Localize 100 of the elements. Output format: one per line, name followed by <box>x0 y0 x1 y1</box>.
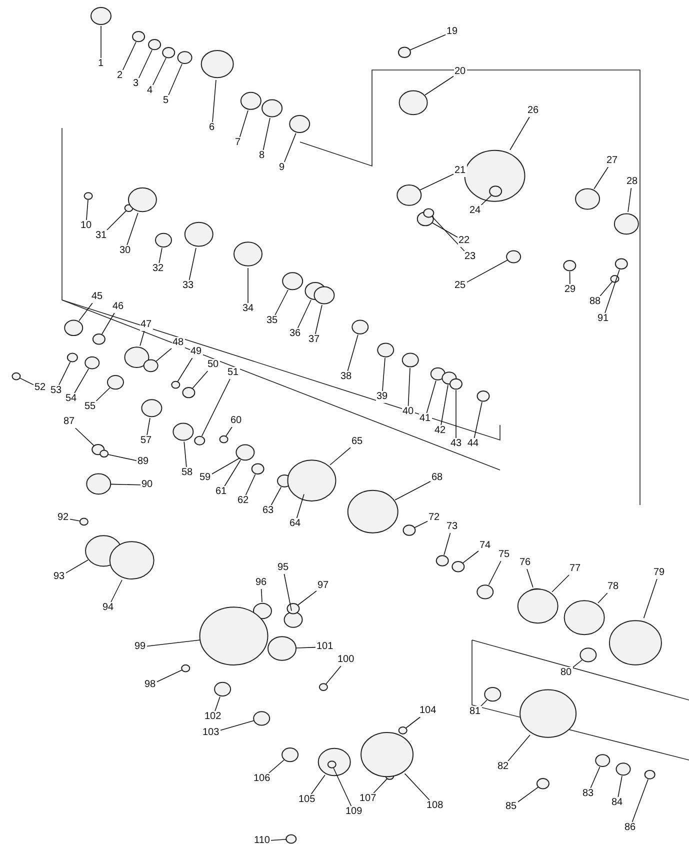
leader-line <box>590 766 600 788</box>
leader-line <box>480 195 492 206</box>
leader-line <box>96 387 110 402</box>
leader-line <box>184 441 187 468</box>
callout-number: 45 <box>90 291 104 303</box>
leader-line <box>146 640 200 647</box>
leader-line <box>220 720 254 731</box>
callout-number: 104 <box>418 705 438 717</box>
callout-number: 27 <box>606 155 619 167</box>
leader-line <box>270 486 282 506</box>
leader-line <box>330 447 351 466</box>
leader-line <box>474 402 482 438</box>
callout-number: 87 <box>62 416 76 428</box>
leader-line <box>138 50 152 78</box>
leader-line <box>212 80 216 122</box>
leader-line <box>598 592 608 604</box>
callout-number: 73 <box>446 521 459 533</box>
leader-line <box>65 560 88 574</box>
leader-line <box>517 786 539 803</box>
leader-line <box>326 666 342 684</box>
leader-line <box>140 330 145 346</box>
leader-line <box>110 484 141 486</box>
callout-number: 75 <box>498 549 511 561</box>
leader-line <box>78 302 93 322</box>
leader-line <box>260 588 262 602</box>
leader-line <box>86 200 88 220</box>
leader-line <box>572 660 582 668</box>
callout-number: 48 <box>172 337 185 349</box>
callout-number: 78 <box>606 581 620 593</box>
leader-line <box>508 734 530 762</box>
leader-line <box>156 670 182 682</box>
leader-line <box>58 362 71 386</box>
callout-number: 26 <box>526 105 540 117</box>
leader-line <box>126 212 138 246</box>
leader-line <box>224 460 241 486</box>
callout-number: 95 <box>276 562 290 574</box>
leader-line <box>373 778 388 794</box>
leader-line <box>426 380 436 414</box>
leader-line <box>214 696 220 712</box>
leader-line <box>414 520 428 528</box>
leader-line <box>404 773 430 800</box>
leader-line <box>177 358 193 382</box>
leader-line <box>600 282 613 296</box>
leader-line <box>296 494 304 518</box>
leader-line <box>406 716 421 728</box>
leader-line <box>122 42 136 70</box>
leader-line <box>569 271 570 284</box>
leader-line <box>106 210 126 230</box>
callout-number: 47 <box>140 319 153 331</box>
leader-line <box>262 118 270 150</box>
leader-line <box>110 580 122 602</box>
leader-line <box>410 34 446 50</box>
leader-line <box>284 132 296 162</box>
leader-line <box>108 454 137 461</box>
leader-line <box>146 418 150 436</box>
callout-number: 51 <box>226 367 240 379</box>
leader-line <box>488 560 502 586</box>
leader-line <box>239 110 248 138</box>
leader-line <box>432 222 458 238</box>
callout-number: 76 <box>518 557 532 569</box>
leader-line <box>440 384 448 426</box>
leader-line <box>382 358 386 392</box>
leader-line <box>284 574 292 612</box>
leader-line <box>628 188 632 212</box>
leader-line <box>168 64 182 96</box>
leader-line <box>296 646 316 648</box>
callout-number: 50 <box>206 359 220 371</box>
leader-line <box>158 248 162 264</box>
leader-line <box>156 348 172 362</box>
callout-number: 60 <box>230 415 243 427</box>
leader-line <box>420 174 454 190</box>
leader-line <box>526 568 534 588</box>
callout-number: 49 <box>190 346 203 358</box>
leader-line <box>462 550 479 564</box>
leader-line <box>408 368 410 406</box>
leader-line <box>510 116 530 150</box>
leader-line <box>394 481 431 500</box>
leader-line <box>211 457 240 475</box>
leader-line <box>424 76 454 96</box>
leader-line <box>268 760 284 774</box>
leader-line <box>102 312 115 334</box>
leader-line <box>552 574 570 592</box>
leader-line <box>643 578 658 618</box>
leader-line <box>604 269 620 314</box>
leader-line <box>618 776 622 798</box>
leader-line <box>201 378 230 436</box>
leader-line <box>274 290 288 316</box>
callout-number: 79 <box>652 567 666 579</box>
leader-line <box>333 768 352 806</box>
leader-line <box>466 260 508 283</box>
leader-line <box>347 334 358 372</box>
leader-line <box>192 370 208 388</box>
leader-line <box>480 700 488 706</box>
leader-line <box>100 26 102 58</box>
callout-number: 46 <box>112 301 125 313</box>
leader-line <box>74 428 94 446</box>
leader-line <box>226 426 232 436</box>
callout-number: 22 <box>458 235 471 247</box>
callout-number: 100 <box>336 654 356 666</box>
leader-line <box>297 300 312 328</box>
